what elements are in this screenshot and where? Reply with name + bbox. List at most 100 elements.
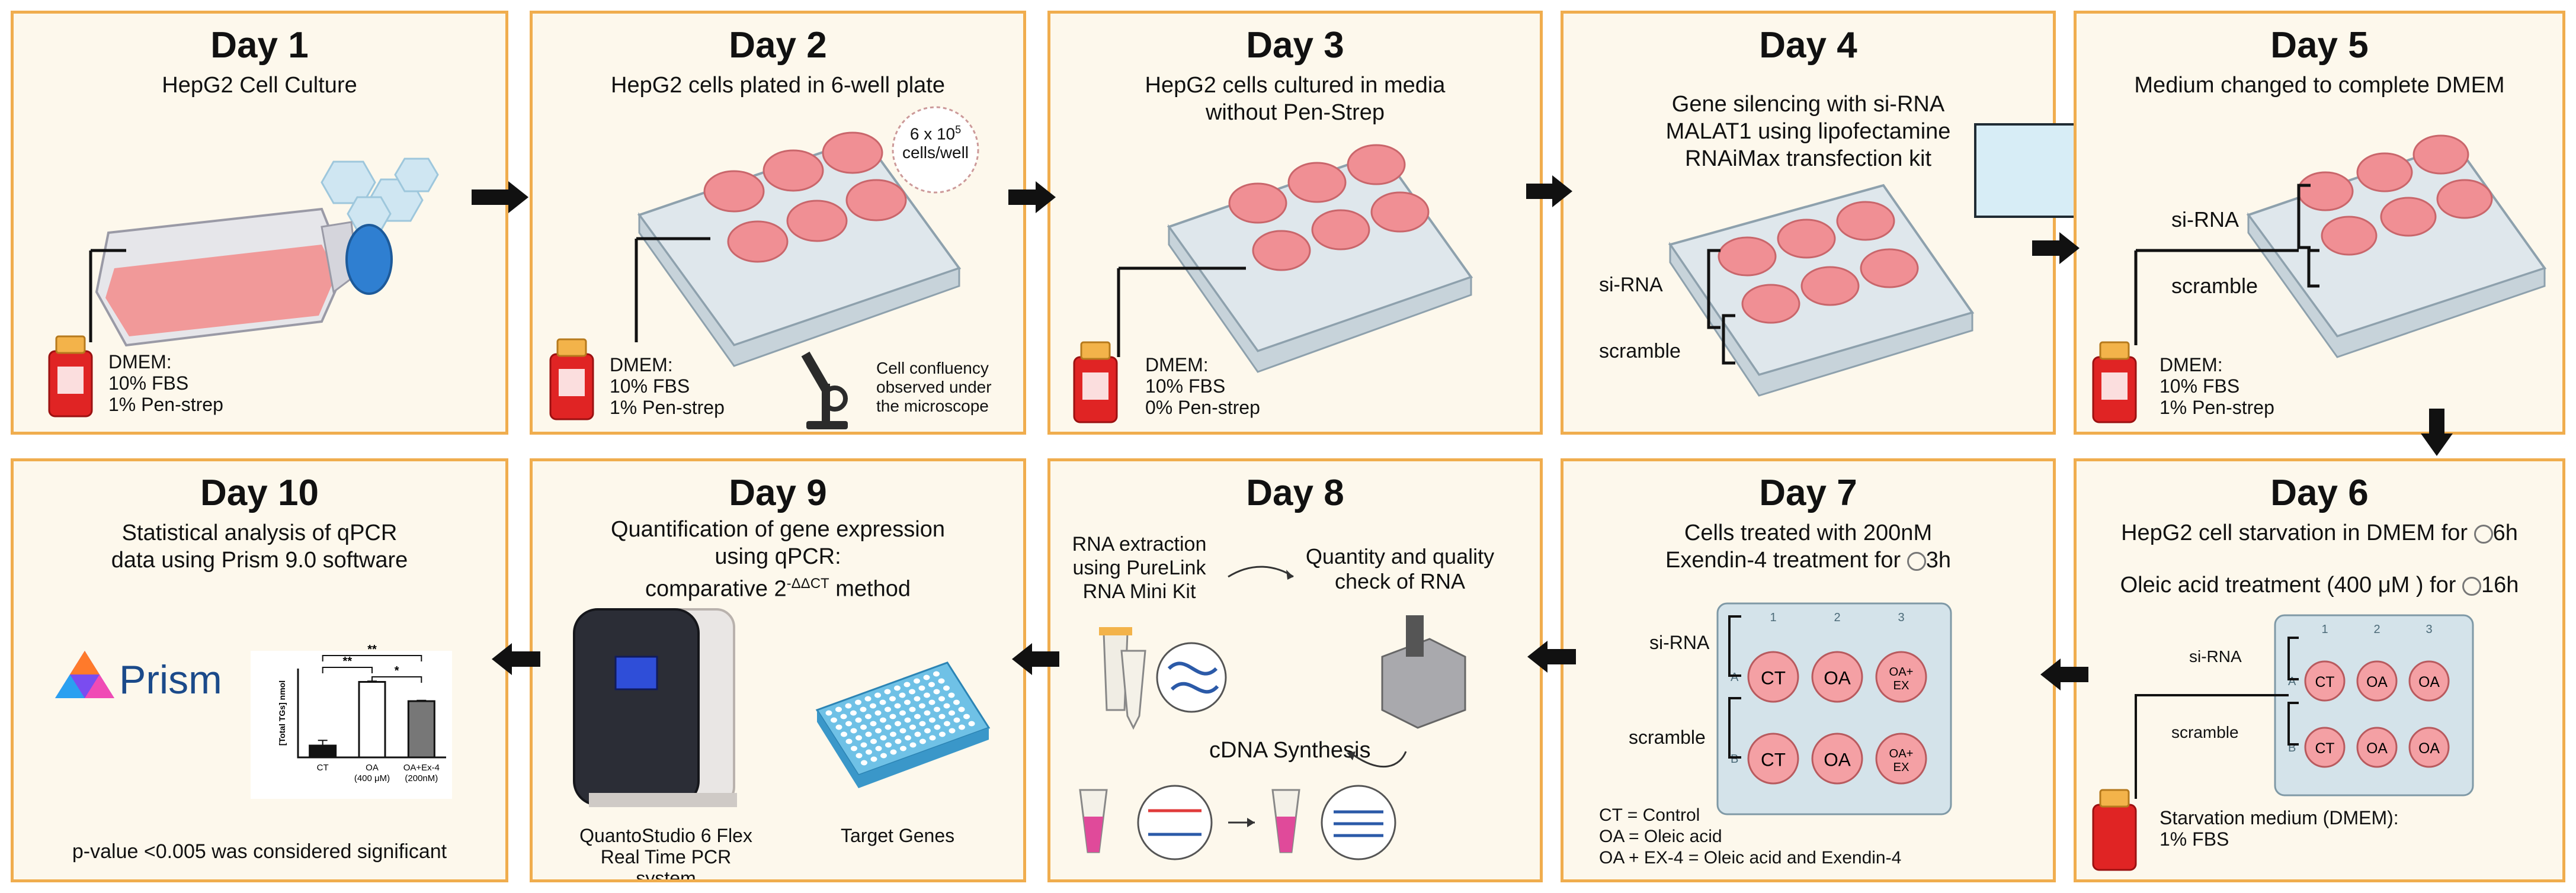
well: [866, 749, 872, 755]
p-value-note: p-value <0.005 was considered significan…: [72, 840, 447, 863]
well: [929, 717, 935, 723]
well-A3: [2408, 660, 2450, 702]
well: [924, 692, 930, 698]
six-well-plate-icon: [1668, 184, 1975, 397]
day5-panel: Day 5 Medium changed to complete DMEM si…: [2074, 11, 2565, 435]
rna-extraction-icons: [1079, 566, 1466, 860]
well-B2: [2356, 727, 2398, 768]
well: [825, 710, 832, 716]
well: [860, 742, 867, 748]
day6-line1: HepG2 cell starvation in DMEM for 6h: [2121, 521, 2518, 545]
well: [909, 724, 916, 730]
tick-label-0-0: CT: [317, 763, 329, 773]
well: [923, 674, 930, 680]
well: [900, 746, 906, 751]
well: [968, 721, 975, 727]
sig-label-0: **: [367, 643, 377, 656]
well: [889, 714, 896, 719]
day1-subtitle: HepG2 Cell Culture: [162, 73, 357, 98]
day6-medium: Starvation medium (DMEM):1% FBS: [2160, 807, 2399, 850]
day4-row1-label: si-RNA: [1599, 274, 1663, 296]
sig-label-1: **: [343, 655, 353, 668]
well: [870, 756, 877, 762]
microscope-icon: [801, 351, 848, 429]
well: [880, 735, 887, 741]
well-B1: [2304, 727, 2346, 768]
well: [949, 728, 956, 734]
well-A3: [1875, 651, 1927, 703]
well: [894, 685, 901, 691]
day7-row2-label: scramble: [1629, 727, 1706, 748]
well: [845, 738, 853, 744]
day6-row1-label: si-RNA: [2189, 647, 2242, 666]
well: [909, 706, 916, 712]
well: [924, 710, 931, 716]
plate-col-label: 1: [1770, 611, 1776, 624]
well: [958, 706, 965, 712]
well: [944, 721, 950, 727]
well: [949, 710, 955, 716]
well-label: OA: [2366, 674, 2388, 690]
day4-row2-label: scramble: [1599, 340, 1681, 362]
day1-title: Day 1: [210, 25, 309, 66]
well: [841, 731, 847, 737]
well: [963, 714, 970, 719]
plate-row-label: A: [1731, 671, 1739, 684]
six-well-plate-icon: [2092, 134, 2547, 423]
well-B1: [1747, 733, 1799, 785]
well: [948, 692, 955, 698]
well: [953, 699, 960, 705]
day7-title: Day 7: [1759, 473, 1857, 513]
clock-icon: [2474, 524, 2493, 544]
well: [938, 696, 945, 702]
day2-title: Day 2: [729, 25, 827, 66]
tick-label-1-1: (400 μM): [354, 773, 390, 783]
day9-title: Day 9: [729, 473, 827, 513]
cdna-synthesis-label: cDNA Synthesis: [1209, 738, 1371, 763]
well-label: EX: [1893, 761, 1909, 774]
well: [903, 682, 911, 688]
well: [875, 746, 882, 751]
well: [909, 689, 915, 695]
well: [890, 749, 897, 755]
well: [938, 714, 946, 719]
tick-label-2-0: OA+Ex-4: [403, 763, 440, 773]
plate-col-label: 2: [2373, 623, 2380, 636]
well: [880, 753, 887, 759]
day6-title: Day 6: [2270, 473, 2369, 513]
well: [924, 728, 931, 734]
well: [880, 717, 886, 723]
bar-2: [407, 700, 435, 759]
well: [884, 689, 891, 695]
day7-subtitle: Cells treated with 200nM Exendin-4 treat…: [1665, 521, 1951, 573]
row-bracket: [2287, 702, 2299, 746]
day3-title: Day 3: [1246, 25, 1344, 66]
well: [899, 728, 906, 734]
well: [870, 703, 876, 709]
well: [890, 731, 896, 737]
well: [904, 699, 911, 705]
well: [851, 746, 857, 751]
well: [895, 738, 902, 744]
well-label: OA+: [1889, 747, 1914, 760]
connector-line: [2135, 694, 2289, 799]
day7-panel: Day 7 Cells treated with 200nM Exendin-4…: [1561, 458, 2056, 882]
well-label: OA+: [1889, 666, 1914, 679]
chart-axes: [297, 669, 446, 759]
well: [919, 738, 926, 744]
prism-logo-icon: [55, 651, 114, 698]
day5-row1-label: si-RNA: [2171, 207, 2239, 232]
well-label: CT: [2315, 741, 2335, 757]
well: [928, 682, 935, 688]
well: [919, 721, 926, 727]
